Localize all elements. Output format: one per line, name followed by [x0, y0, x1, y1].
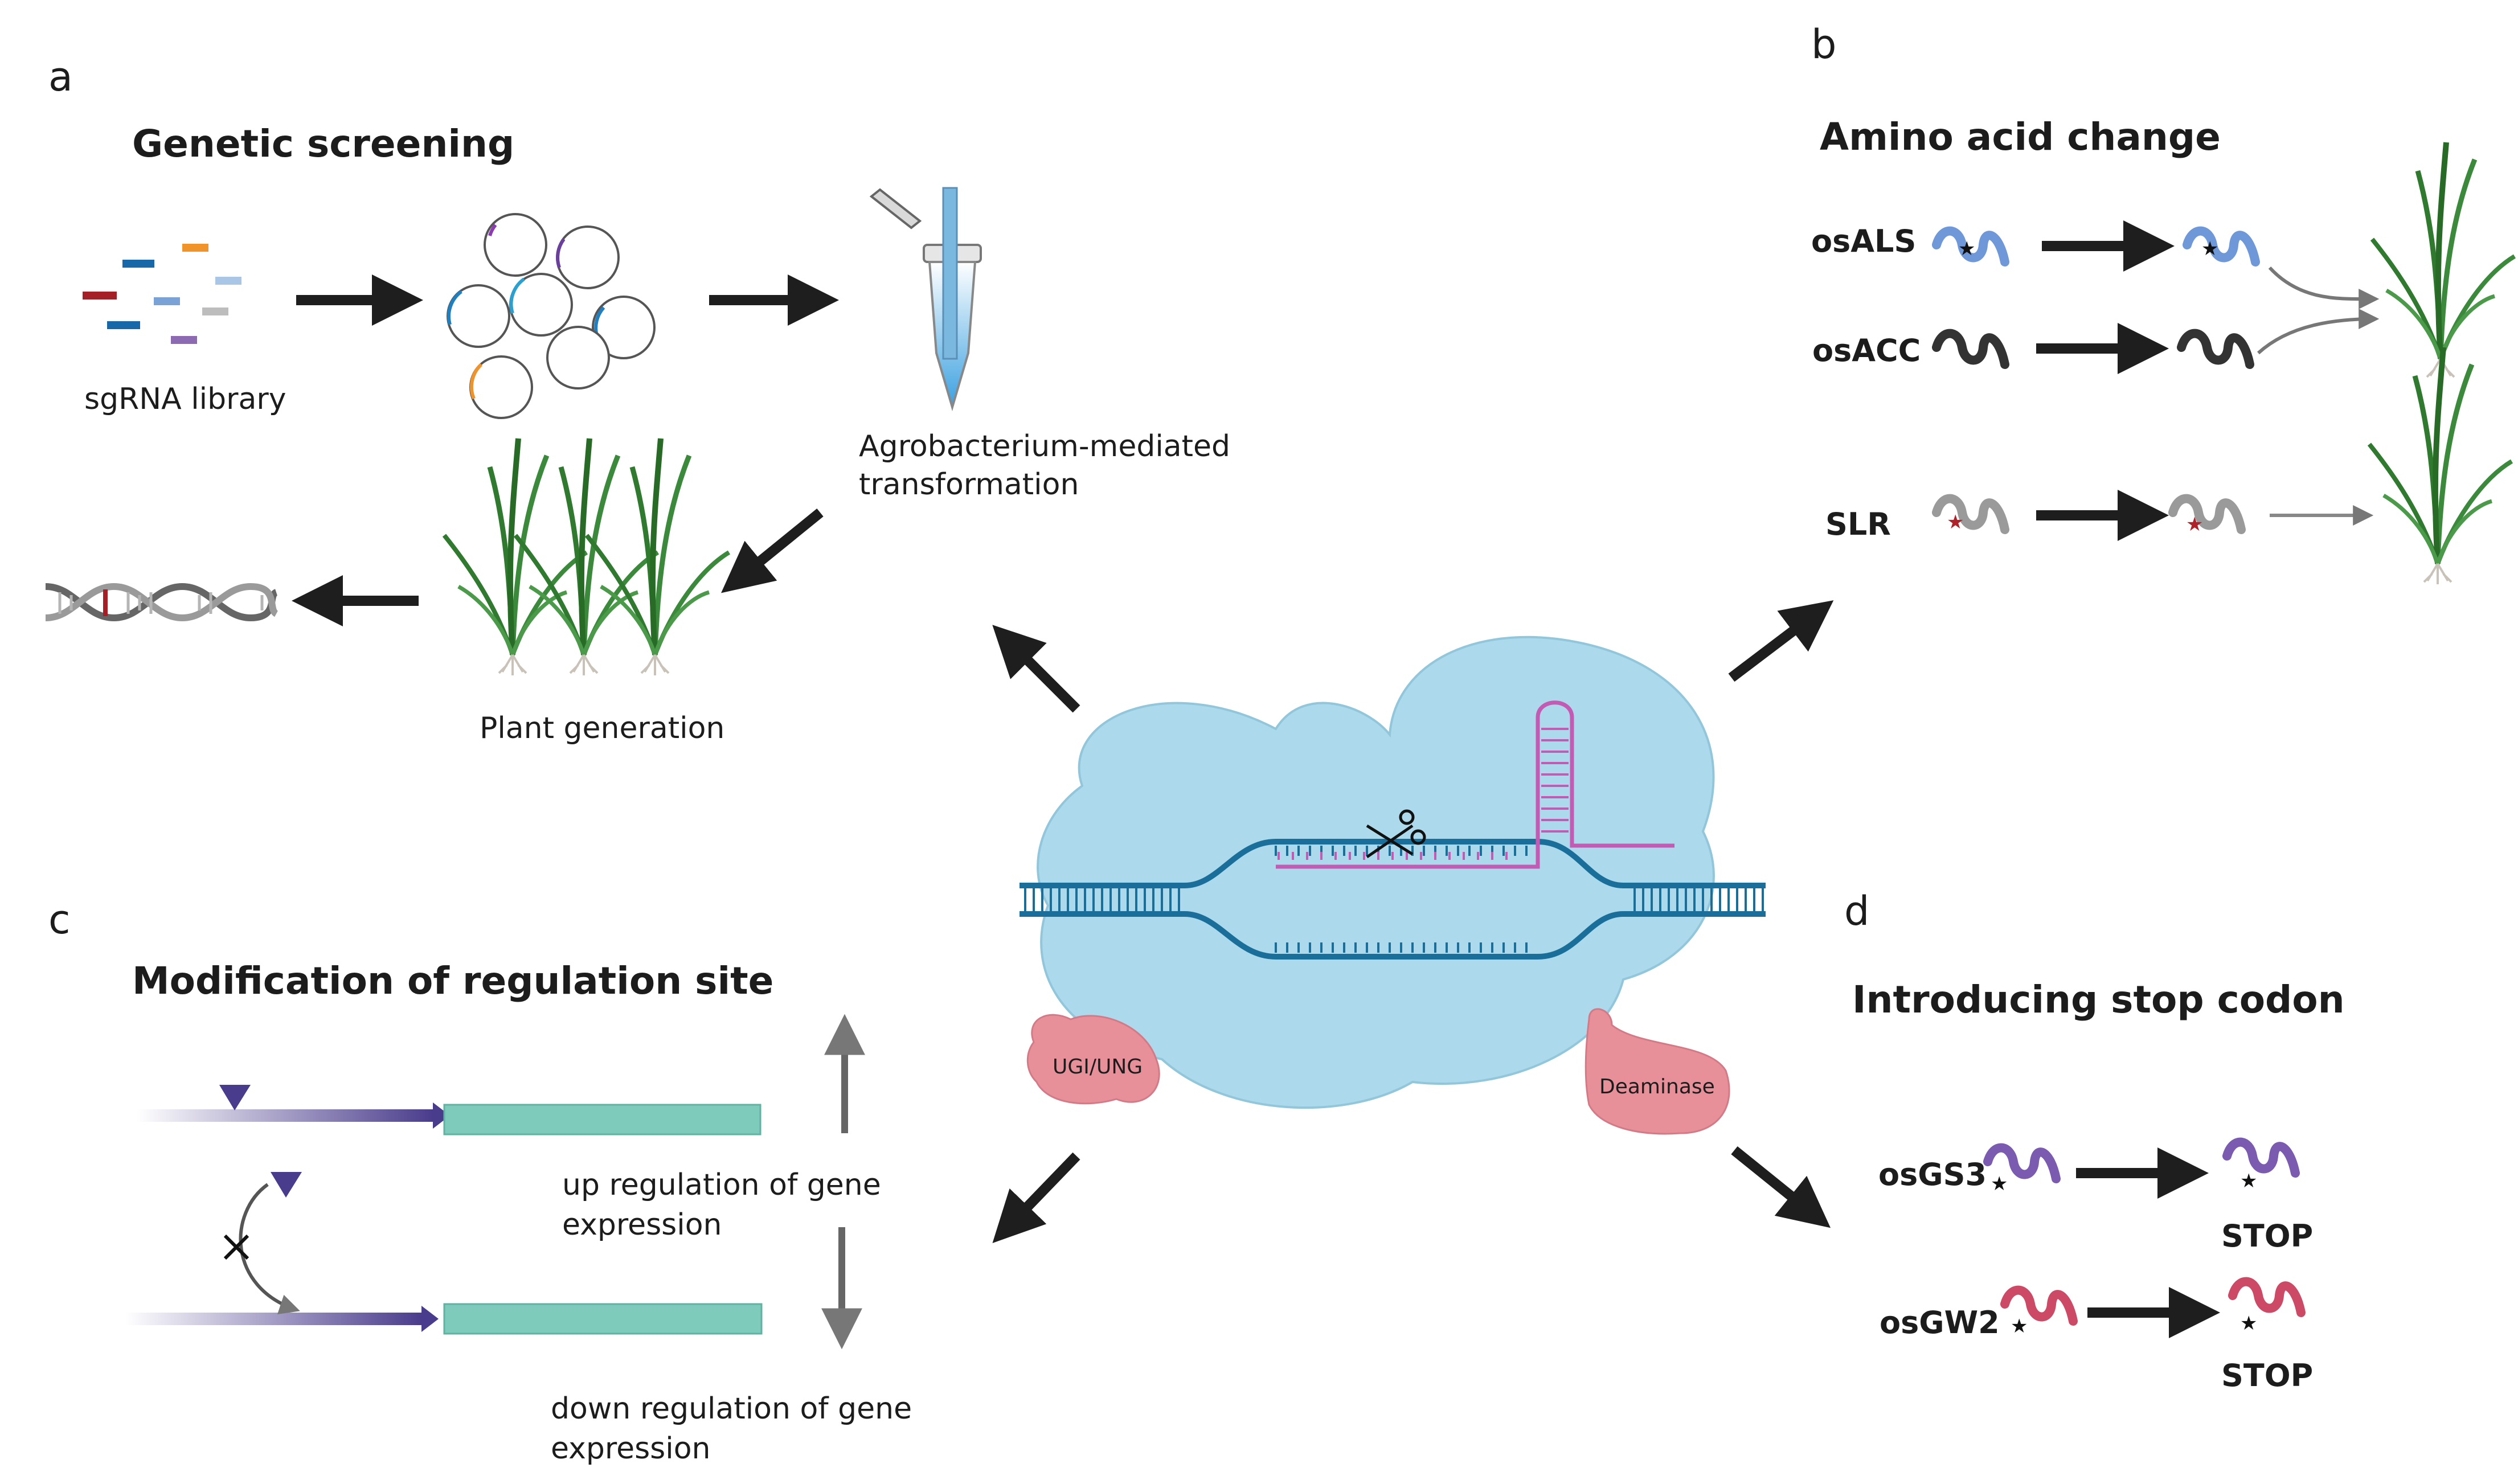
gene-label-osgw2: osGW2 [1880, 1305, 2000, 1340]
down-regulation-line2: expression [551, 1432, 711, 1466]
panel-c [125, 1014, 865, 1350]
svg-text:★: ★ [2186, 513, 2203, 536]
panel-a-title: Genetic screening [132, 122, 515, 166]
svg-text:★: ★ [1947, 511, 1964, 534]
panel-b: ★ ★ ★ ★ [1932, 142, 2515, 584]
scissors-icon [1366, 809, 1426, 859]
panel-b-title: Amino acid change [1820, 115, 2221, 159]
gene-label-osals: osALS [1811, 223, 1917, 259]
stop-label-2: STOP [2221, 1358, 2314, 1393]
gene-label-osgs3: osGS3 [1878, 1157, 1987, 1192]
svg-text:★: ★ [2240, 1170, 2257, 1192]
plant-generation-label: Plant generation [480, 711, 725, 745]
agrobacterium-tube-icon [869, 187, 982, 412]
agro-label-line2: transformation [859, 468, 1079, 502]
sgrna-strand [1276, 700, 1674, 869]
center-arrows [992, 600, 1834, 1243]
deaminase-enzyme [1585, 1008, 1730, 1135]
stop-label-1: STOP [2221, 1218, 2314, 1254]
ugi-ung-enzyme [1026, 1014, 1160, 1105]
panel-b-letter: b [1811, 21, 1837, 68]
sgrna-library-icon [83, 244, 241, 344]
rice-plants-icon [444, 438, 729, 675]
plasmid-pool-icon [447, 213, 656, 419]
target-dna [1020, 839, 1766, 960]
panel-a-letter: a [48, 54, 73, 100]
svg-text:★: ★ [2011, 1315, 2028, 1338]
panel-d-letter: d [1844, 888, 1870, 934]
dna-base-pairs [1024, 846, 1764, 953]
deaminase-label: Deaminase [1599, 1075, 1715, 1098]
sgrna-library-label: sgRNA library [84, 382, 286, 416]
svg-text:★: ★ [2240, 1312, 2257, 1335]
dna-helix-icon [45, 583, 279, 622]
panel-c-title: Modification of regulation site [132, 959, 774, 1003]
svg-text:★: ★ [2201, 237, 2218, 260]
ugi-ung-label: UGI/UNG [1053, 1055, 1143, 1079]
panel-c-letter: c [48, 896, 71, 943]
panel-a [45, 187, 982, 675]
panel-d-title: Introducing stop codon [1852, 978, 2345, 1022]
up-regulation-line1: up regulation of gene [562, 1168, 881, 1202]
svg-text:★: ★ [1991, 1173, 2008, 1195]
down-regulation-line1: down regulation of gene [551, 1392, 912, 1426]
rice-plant-b2 [2369, 347, 2512, 584]
gene-label-osacc: osACC [1812, 333, 1921, 368]
svg-text:★: ★ [1958, 237, 1975, 260]
rice-plant-b1 [2372, 142, 2515, 379]
gene-label-slr: SLR [1825, 506, 1891, 542]
base-editor-complex [1020, 636, 1766, 1135]
agro-label-line1: Agrobacterium-mediated [859, 429, 1231, 464]
panel-d: ★ ★ ★ ★ [1983, 1137, 2306, 1338]
arrow-tube-to-plants [721, 509, 824, 593]
up-regulation-line2: expression [562, 1208, 722, 1242]
